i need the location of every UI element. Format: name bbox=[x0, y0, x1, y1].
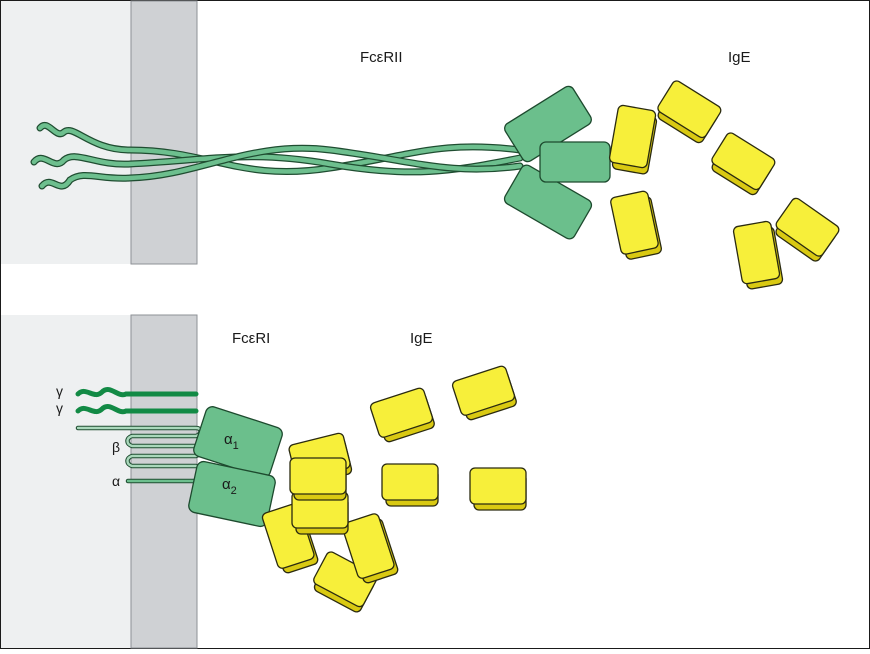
ige-top-label: IgE bbox=[728, 49, 751, 66]
alpha1-label: α1 bbox=[224, 431, 239, 452]
ige-bottom-label: IgE bbox=[410, 330, 433, 347]
gamma1-label: γ bbox=[56, 383, 63, 399]
fcerii-stalk bbox=[30, 122, 524, 190]
beta-label: β bbox=[112, 439, 120, 455]
fcerii-head-middle bbox=[539, 141, 611, 183]
fcerii-heads bbox=[503, 85, 611, 240]
gamma2-label: γ bbox=[56, 400, 63, 416]
top-panel: FcεRII IgE bbox=[1, 0, 842, 291]
fcerii-label: FcεRII bbox=[360, 49, 403, 66]
gamma-chains bbox=[75, 387, 199, 415]
membrane-top bbox=[130, 0, 198, 265]
cytoplasm-bottom bbox=[1, 315, 131, 648]
alpha-label: α bbox=[112, 473, 120, 489]
fceri-label: FcεRI bbox=[232, 330, 270, 347]
fcerii-head-lower bbox=[503, 164, 593, 240]
bottom-panel: γ γ β α α1 α2 FcεRI IgE bbox=[1, 314, 527, 649]
alpha2-label: α2 bbox=[222, 476, 237, 497]
alpha2-domain bbox=[188, 460, 276, 528]
